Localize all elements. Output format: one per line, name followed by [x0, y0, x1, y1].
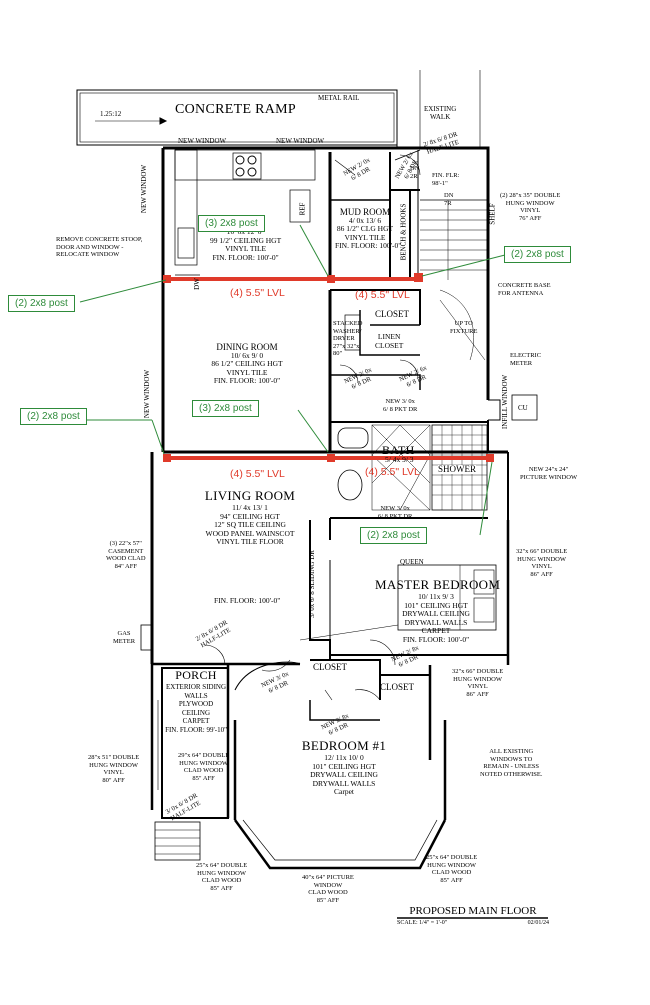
dining-room: DINING ROOM 10/ 6x 9/ 0 86 1/2" CEILING …	[211, 342, 283, 385]
metal-rail-label: METAL RAIL	[318, 94, 360, 102]
lvl-label-top-left: (4) 5.5" LVL	[230, 287, 285, 299]
shower-label: SHOWER	[438, 464, 476, 474]
shelf-label: SHELF	[488, 203, 497, 225]
post-callout-2: (2) 2x8 post	[504, 246, 571, 263]
new-window-top-left: NEW WINDOW	[178, 137, 227, 145]
living-fin-floor: FIN. FLOOR: 100'-0"	[214, 596, 281, 605]
mud-room: MUD ROOM 4/ 0x 13/ 6 86 1/2" CLG HGT VIN…	[335, 207, 402, 250]
concrete-ramp-label: CONCRETE RAMP	[175, 102, 296, 117]
remove-stoop-note: REMOVE CONCRETE STOOP,DOOR AND WINDOW -R…	[56, 236, 143, 258]
queen-bed	[397, 564, 497, 631]
closet-top-label: CLOSET	[375, 309, 410, 319]
new-window-top-right: NEW WINDOW	[276, 137, 325, 145]
queen-bed-label: QUEEN	[400, 558, 424, 566]
cu-label: CU	[518, 404, 528, 412]
post-callout-5: (3) 2x8 post	[192, 400, 259, 417]
infill-window-label: INFILL WINDOW	[501, 374, 510, 430]
closet-label-2: CLOSET	[380, 682, 415, 692]
bench-hooks-label: BENCH & HOOKS	[399, 203, 408, 261]
lvl-label-top-right: (4) 5.5" LVL	[355, 289, 410, 301]
picture-window-note: NEW 24"x 24"PICTURE WINDOW	[520, 466, 578, 481]
post-callout-6: (2) 2x8 post	[360, 527, 427, 544]
ramp-slope: 1.25:12	[100, 110, 122, 118]
bath-label: BATH	[382, 443, 415, 457]
master-bedroom: MASTER BEDROOM 10/ 11x 9/ 3 101" CEILING…	[375, 577, 501, 644]
sliding-door-label: 3/ 0x 6/ 8 SLIDING DR	[307, 550, 316, 618]
dw-label: DW	[192, 278, 201, 290]
post-callout-3: (2) 2x8 post	[8, 295, 75, 312]
lvl-label-bottom-right: (4) 5.5" LVL	[365, 466, 420, 478]
scale-label: SCALE: 1/4" = 1'-0"	[397, 920, 448, 926]
drawing-title: PROPOSED MAIN FLOOR	[409, 905, 537, 917]
ref-label: REF	[298, 202, 307, 216]
beam-posts	[163, 273, 494, 462]
bath-size: 5/ 4x 9/ 3	[385, 455, 414, 464]
closet-label-1: CLOSET	[313, 662, 348, 672]
lvl-label-bottom-left: (4) 5.5" LVL	[230, 468, 285, 480]
living-room: LIVING ROOM 11/ 4x 13/ 1 94" CEILING HGT…	[204, 488, 296, 546]
fin-flr-right: FIN. FLR:98'-1"	[432, 172, 460, 187]
post-callout-1: (3) 2x8 post	[198, 215, 265, 232]
new-window-dining-vertical: NEW WINDOW	[143, 369, 152, 419]
porch: PORCH EXTERIOR SIDING WALLS PLYWOOD CEIL…	[165, 668, 227, 734]
date-label: 02/01/24	[527, 920, 549, 926]
post-callout-4: (2) 2x8 post	[20, 408, 87, 425]
bedroom-1: BEDROOM #1 12/ 11x 10/ 0 101" CEILING HG…	[301, 738, 387, 796]
title-block: PROPOSED MAIN FLOOR SCALE: 1/4" = 1'-0" …	[397, 905, 549, 926]
callout-leaders	[79, 224, 506, 536]
new-window-left-vertical: NEW WINDOW	[140, 164, 149, 214]
